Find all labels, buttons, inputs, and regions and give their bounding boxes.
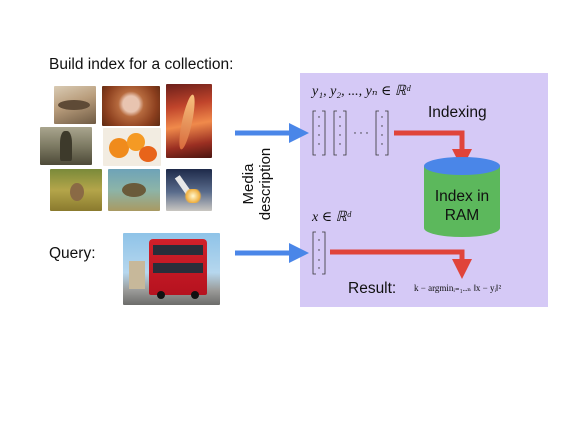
index-store-line1: Index in (435, 188, 489, 205)
collection-image-oranges (103, 128, 161, 166)
collection-image-statue (40, 127, 92, 165)
indexing-arrow (394, 130, 472, 169)
query-vector (312, 231, 326, 275)
index-cylinder (424, 157, 500, 237)
indexing-label: Indexing (428, 104, 487, 121)
collection-image-woman-in-leaves (102, 86, 160, 126)
result-label: Result: (348, 280, 397, 297)
vectors-label: y₁, y₂, ..., yₙ ∈ ℝᵈ (312, 84, 411, 99)
media-description-label: Media description (240, 134, 274, 234)
collection-image-rocket-launch (166, 169, 212, 211)
query-image-bus (123, 233, 220, 305)
collection-vectors (312, 110, 389, 156)
collection-image-turtle (108, 169, 160, 211)
index-store-line2: RAM (445, 207, 479, 224)
query-label: Query: (49, 245, 96, 262)
vector-dots (318, 116, 383, 269)
collection-heading: Build index for a collection: (49, 56, 234, 73)
collection-image-iguana (54, 86, 96, 124)
media-description-line2: description (257, 147, 274, 221)
media-description-line1: Media (240, 163, 257, 205)
search-arrow (330, 249, 472, 279)
collection-image-rabbit (50, 169, 102, 211)
query-vector-label: x ∈ ℝᵈ (312, 210, 352, 225)
result-formula: k − argminᵢ₌₁..ₙ ‖x − yᵢ‖² (414, 283, 502, 293)
collection-image-canyon (166, 84, 212, 158)
